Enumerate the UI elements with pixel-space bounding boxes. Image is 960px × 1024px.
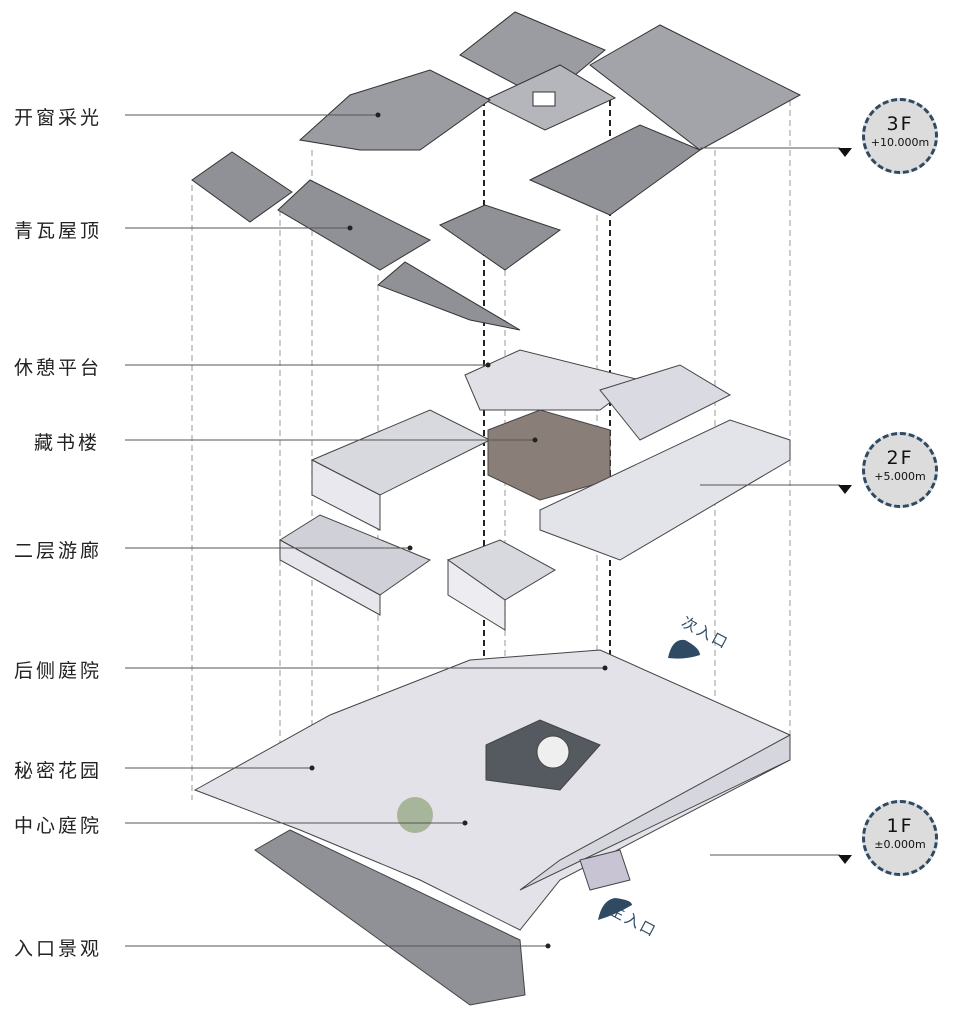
ground-floor (193, 649, 791, 1006)
label-library: 藏书楼 (34, 432, 101, 454)
label-central-courtyard: 中心庭院 (14, 815, 103, 837)
roofs (191, 11, 802, 331)
floor-badge-2f: 2F +5.000m (862, 432, 938, 508)
second-floor (279, 349, 791, 631)
label-rest-platform: 休憩平台 (14, 357, 103, 379)
label-tile-roof: 青瓦屋顶 (14, 220, 103, 242)
label-entrance-landscape: 入口景观 (14, 938, 103, 960)
label-second-corridor: 二层游廊 (14, 540, 103, 562)
label-leader-lines (125, 114, 840, 947)
entrance-arrow-icons (598, 639, 700, 920)
label-skylight: 开窗采光 (14, 107, 103, 129)
floor-badge-1f: 1F ±0.000m (862, 800, 938, 876)
label-secret-garden: 秘密花园 (14, 760, 103, 782)
level-arrow-icons (838, 148, 852, 864)
leader-dots (309, 112, 608, 949)
floor-badge-3f: 3F +10.000m (862, 98, 938, 174)
label-rear-courtyard: 后侧庭院 (14, 660, 103, 682)
